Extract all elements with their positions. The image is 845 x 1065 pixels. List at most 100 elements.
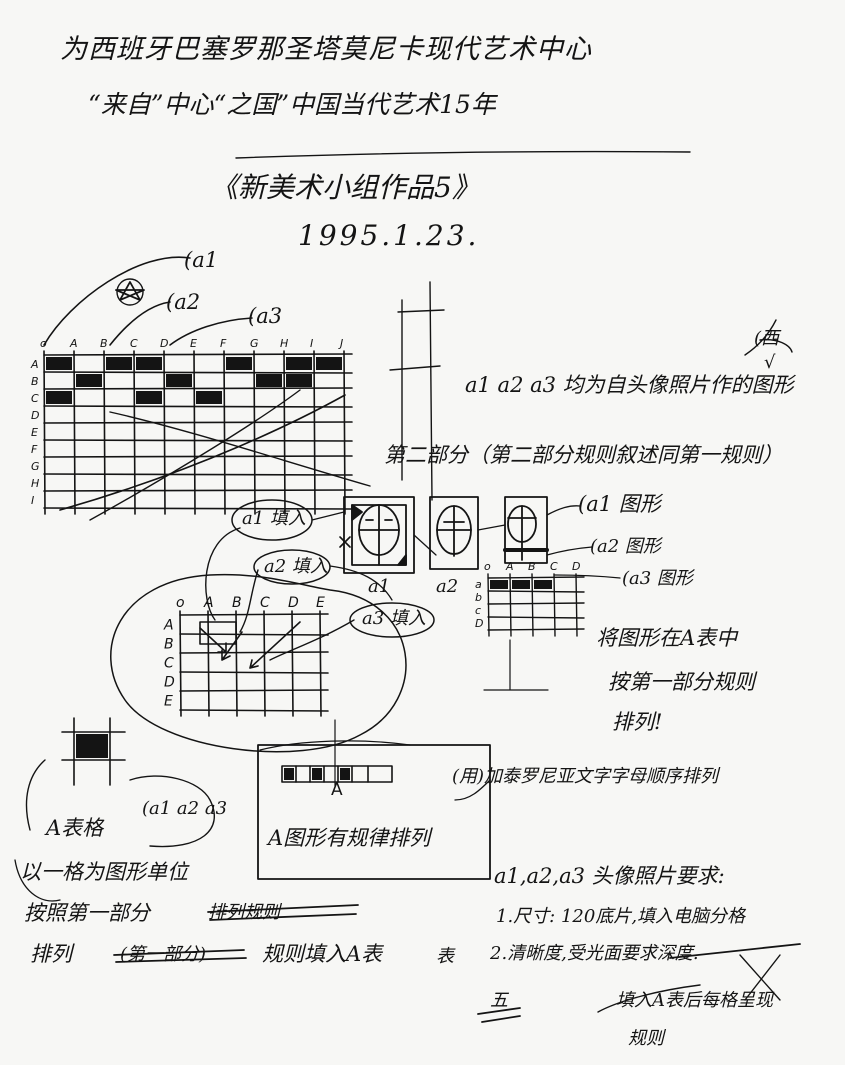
- grid-line: [43, 405, 353, 408]
- grid-line: [179, 613, 329, 616]
- grid-col-label: o: [40, 337, 47, 350]
- portrait-link-5: [546, 546, 593, 556]
- a2-tianru-ellipse: [253, 549, 331, 585]
- grid-line: [319, 610, 322, 717]
- grid-col-label: I: [310, 337, 313, 350]
- a2-leader: [109, 301, 171, 346]
- note-strike-3: 表: [436, 946, 454, 967]
- grid-line: [487, 576, 585, 579]
- grid-line: [179, 671, 329, 674]
- hatched-cell: [286, 374, 312, 387]
- grid-col-label: F: [220, 337, 227, 350]
- header-line-1: 为西班牙巴塞罗那圣塔莫尼卡现代艺术中心: [60, 34, 592, 65]
- grid-row-label: G: [31, 460, 40, 473]
- grid-line: [263, 610, 266, 717]
- work-date: 1995.1.23.: [298, 219, 480, 252]
- hatched-cell: [76, 374, 102, 387]
- star-circle: [116, 278, 144, 306]
- hatched-cell: [46, 391, 72, 404]
- grid-col-label: C: [130, 337, 138, 350]
- a1-leader: [43, 256, 191, 346]
- note-left-2: 按照第一部分: [24, 901, 150, 925]
- bottom-loop: [597, 984, 701, 1013]
- note-part2: 第二部分（第二部分规则叙述同第一规则）: [384, 443, 783, 467]
- grid-line: [43, 507, 353, 510]
- grid-col-label: B: [100, 337, 108, 350]
- hatched-cell: [166, 374, 192, 387]
- grid-col-label: D: [160, 337, 168, 350]
- grid-line: [487, 590, 585, 593]
- grid-line: [43, 439, 353, 442]
- grid-row-label: B: [31, 375, 39, 388]
- note-catalan-order: (用)加泰罗尼亚文字字母顺序排列: [452, 766, 719, 787]
- a-table-frame: [257, 744, 491, 880]
- portrait-link-1: [311, 511, 345, 521]
- grid-line: [207, 610, 210, 717]
- left-bracket: [25, 759, 46, 831]
- grid-row-label: D: [31, 409, 39, 422]
- hatched-cell: [534, 580, 552, 589]
- portrait-link-6: [554, 574, 621, 579]
- a3-tianru-ellipse: [349, 602, 435, 638]
- label-a3-tuxing: (a3 图形: [622, 568, 693, 589]
- grid-line: [223, 350, 226, 515]
- grid-line: [509, 573, 512, 637]
- note-right-2: 按第一部分规则: [608, 670, 755, 694]
- grid-line: [313, 350, 316, 515]
- grid-col-label: A: [505, 560, 514, 573]
- grid-line: [179, 610, 182, 717]
- grid-line: [43, 353, 353, 356]
- grid-line: [43, 371, 353, 374]
- hatched-cell: [286, 357, 312, 370]
- grid-line: [553, 573, 556, 637]
- grid-line: [283, 350, 286, 515]
- req-item-1: 1.尺寸: 120底片,填入电脑分格: [496, 906, 746, 927]
- label-a1-top: (a1: [184, 248, 219, 272]
- grid-col-label: E: [316, 595, 325, 611]
- header-line-2: “来自”中心“之国”中国当代艺术15年: [88, 90, 496, 119]
- grid-row-label: E: [31, 426, 38, 439]
- grid-col-label: C: [550, 560, 558, 573]
- grid-line: [163, 350, 166, 515]
- grid-row-label: I: [31, 494, 34, 507]
- note-a1a2a3: a1 a2 a3 均为自头像照片作的图形: [465, 373, 794, 397]
- grid-row-label: C: [31, 392, 39, 405]
- label-a1-tianru: a1 填入: [242, 508, 306, 529]
- strike-line-2: [113, 949, 247, 963]
- grid-col-label: D: [288, 595, 299, 611]
- horizontal-mark-1: [389, 365, 441, 371]
- a3-leader: [169, 317, 253, 346]
- label-a2-tuxing: (a2 图形: [590, 536, 661, 557]
- bottom-x-mark: [739, 954, 781, 1001]
- work-title: 《新美术小组作品5》: [210, 171, 480, 204]
- grid-line: [103, 350, 106, 515]
- portrait-link-4: [546, 505, 581, 516]
- grid-row-label: A: [30, 358, 39, 371]
- grid-row-label: b: [475, 591, 482, 604]
- grid-line: [487, 628, 585, 631]
- top-right-check-mark: √: [764, 352, 776, 373]
- grid-line: [487, 573, 490, 637]
- grid-row-label: B: [164, 636, 174, 652]
- note-a1a2a3-left: (a1 a2 a3: [142, 798, 228, 819]
- label-a3-tianru: a3 填入: [362, 608, 426, 629]
- label-a3-top: (a3: [248, 304, 283, 328]
- bottom-note-2: 规则: [628, 1028, 664, 1049]
- grid-col-label: o: [176, 595, 185, 611]
- mid-arrow-3: [249, 621, 301, 669]
- bottom-dash: [477, 1007, 521, 1023]
- strike-req: [669, 943, 801, 959]
- grid-line: [487, 616, 585, 619]
- portrait-link-2: [329, 565, 393, 601]
- note-xi: (西: [754, 328, 780, 349]
- grid-row-label: E: [164, 693, 173, 709]
- left-loop-2: [14, 859, 61, 902]
- grid-col-label: J: [338, 337, 343, 350]
- grid-row-label: C: [164, 655, 174, 671]
- grid-line: [575, 573, 578, 637]
- grid-line: [133, 350, 136, 515]
- label-a2-top: (a2: [166, 290, 201, 314]
